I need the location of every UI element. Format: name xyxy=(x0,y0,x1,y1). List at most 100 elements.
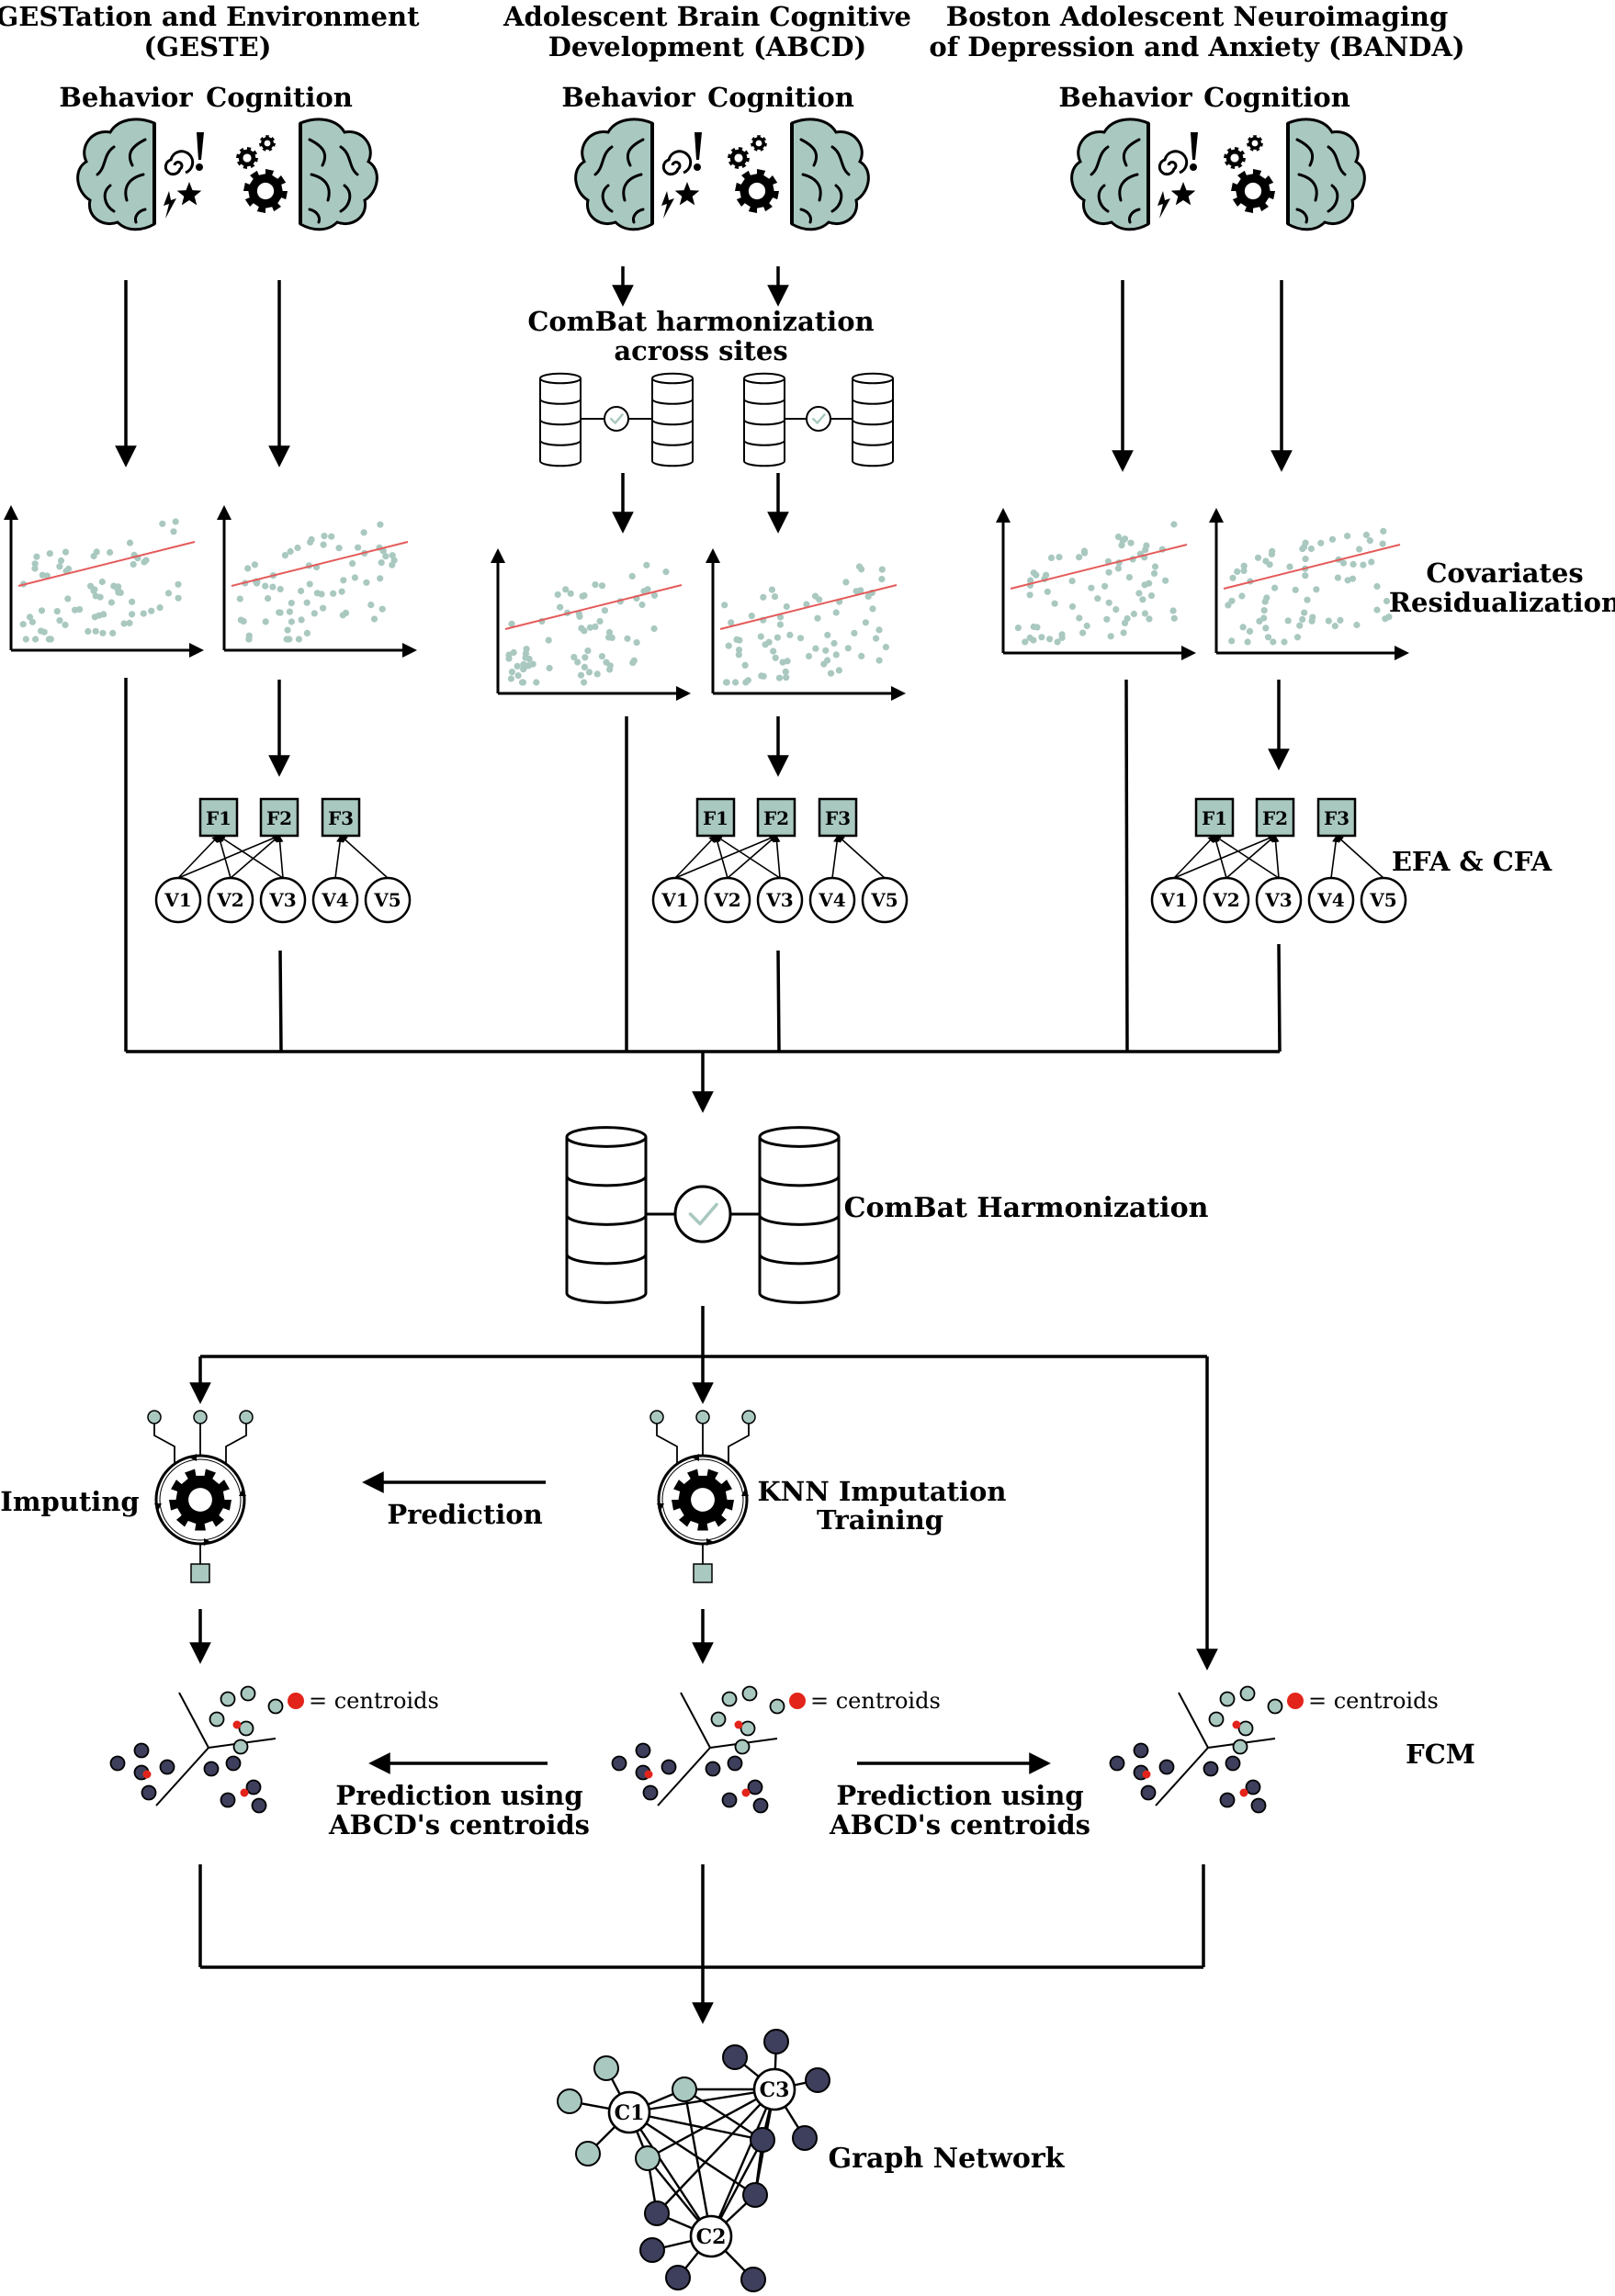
scatter-point xyxy=(120,620,128,627)
scatter-point xyxy=(582,654,589,661)
study-abcd-title: Adolescent Brain Cognitive Development (… xyxy=(503,1,911,113)
navy-point xyxy=(159,1759,175,1775)
cognition-brain-icon xyxy=(236,118,378,231)
scatter-point xyxy=(1344,577,1351,584)
gear-tiny-icon xyxy=(1247,135,1263,152)
arrow-head xyxy=(692,2002,714,2024)
db-top xyxy=(651,372,694,385)
db-top xyxy=(852,372,894,385)
centroid-legend: = centroids xyxy=(1287,1688,1439,1714)
scatter-point xyxy=(1046,636,1054,643)
scatter-point xyxy=(1162,577,1169,584)
teal-point xyxy=(721,1691,738,1707)
cluster-node: C3 xyxy=(752,2067,796,2111)
scatter-point xyxy=(286,608,293,615)
scatter-point xyxy=(514,672,522,680)
navy-point xyxy=(1245,1779,1261,1795)
scatter-point xyxy=(31,565,39,572)
scatter-point xyxy=(39,571,46,579)
behavior-label: Behavior xyxy=(1058,82,1192,113)
scatter-point xyxy=(830,639,838,647)
scatter-point xyxy=(31,560,39,568)
scatter-plot xyxy=(1209,508,1409,660)
exclamation-bar xyxy=(695,132,702,160)
flow-connectors xyxy=(115,266,1293,2024)
factor-node: F3 xyxy=(818,797,858,838)
scatter-point xyxy=(1147,592,1156,600)
x-axis-arrow xyxy=(1395,646,1409,660)
scatter-point xyxy=(878,566,886,573)
scatter-point xyxy=(1058,631,1066,638)
scatter-point xyxy=(109,629,117,637)
scatter-point xyxy=(605,628,614,636)
scatter-point xyxy=(321,533,328,540)
scatter-point xyxy=(56,563,63,570)
large-check-icon xyxy=(673,1185,732,1244)
centroid-point xyxy=(240,1788,249,1797)
brain-icons xyxy=(76,118,1366,231)
fcm-label: FCM xyxy=(1406,1739,1475,1770)
scatter-point xyxy=(1139,596,1146,603)
centroid-legend: = centroids xyxy=(789,1688,941,1714)
scatter-point xyxy=(156,604,164,612)
brain-fold xyxy=(124,173,145,202)
graph-node-navy xyxy=(740,2267,766,2292)
gear-icon xyxy=(672,1469,734,1531)
prediction-centroids-right-line2: ABCD's centroids xyxy=(829,1809,1090,1840)
gear-tiny-icon xyxy=(751,135,767,152)
navy-point xyxy=(251,1797,267,1814)
scatter-point xyxy=(624,635,631,642)
scatter-point xyxy=(757,633,764,640)
db-ring xyxy=(565,1214,648,1226)
trend-line xyxy=(504,584,683,630)
factor-node: F2 xyxy=(756,797,796,838)
scatter-point xyxy=(148,607,155,614)
scatter-point xyxy=(1103,615,1111,623)
factor-label: F2 xyxy=(763,807,789,829)
db-ring xyxy=(651,440,694,446)
cluster-label: C3 xyxy=(760,2078,790,2102)
brain-fold xyxy=(1122,138,1141,167)
fcm-cluster-plots: = centroids= centroids= centroids xyxy=(109,1685,1439,1814)
arrow-head xyxy=(767,755,789,777)
gear-small-icon xyxy=(1224,147,1246,169)
scatter-point xyxy=(732,679,740,686)
scatter-point xyxy=(1379,540,1386,547)
variable-circle xyxy=(207,876,254,924)
variable-node: V5 xyxy=(1360,876,1407,924)
loading-arrow xyxy=(1271,835,1280,879)
scatter-point xyxy=(378,559,385,567)
scatter-point xyxy=(562,586,570,593)
scatter-point xyxy=(389,552,396,559)
scatter-point xyxy=(529,660,536,668)
scatter-point xyxy=(175,594,182,602)
db-body xyxy=(539,378,582,467)
arrow-head xyxy=(767,285,789,307)
scatter-point xyxy=(1068,602,1077,611)
lightning-icon xyxy=(661,191,674,219)
cluster-node: C2 xyxy=(689,2214,733,2258)
arrow-head xyxy=(692,1382,714,1404)
scatter-plot xyxy=(706,548,906,701)
db-ring xyxy=(743,440,785,446)
scatter-point xyxy=(277,609,284,616)
variable-node: V4 xyxy=(311,876,359,924)
scatter-point xyxy=(303,629,311,637)
scatter-point xyxy=(1240,562,1248,569)
check-ring xyxy=(673,1185,732,1244)
scatter-point xyxy=(1293,634,1302,641)
centroid-legend-text: = centroids xyxy=(1308,1688,1439,1714)
teal-point xyxy=(1267,1698,1283,1715)
scatter-point xyxy=(882,644,890,651)
navy-point xyxy=(705,1761,721,1777)
scatter-point xyxy=(28,618,36,625)
abcd-cognition-arrow xyxy=(767,266,789,307)
graph-node-teal xyxy=(593,2055,619,2081)
graph-edge xyxy=(709,2088,776,2237)
y-axis-arrow xyxy=(4,505,18,520)
banda-behavior-arrow xyxy=(1112,280,1134,472)
scatter-point xyxy=(1088,584,1095,591)
brain-fold xyxy=(339,145,359,176)
combat-main-label: ComBat Harmonization xyxy=(844,1192,1209,1224)
